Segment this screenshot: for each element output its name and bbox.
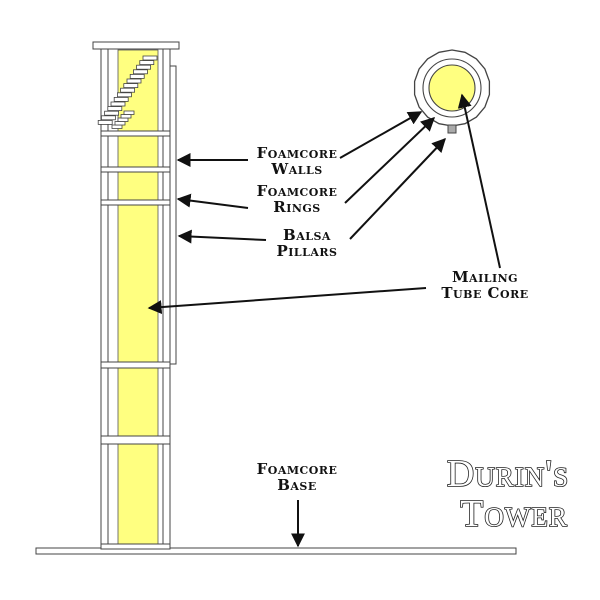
svg-text:Foamcore: Foamcore — [257, 460, 338, 478]
tower-side-view — [92, 41, 180, 550]
svg-text:Walls: Walls — [270, 160, 322, 178]
label-balsa-pillars: Balsa Pillars — [276, 226, 337, 260]
stair-step — [126, 78, 142, 84]
stair-step — [139, 60, 155, 65]
label-mailing-tube-core: Mailing Tube Core — [441, 268, 528, 302]
stair-step — [114, 121, 126, 126]
label-foamcore-rings: Foamcore Rings — [257, 182, 338, 216]
tower-top-cap — [92, 41, 180, 50]
stair-step — [120, 87, 135, 93]
stair-step — [113, 97, 129, 102]
svg-text:Mailing: Mailing — [452, 268, 518, 286]
stair-step — [136, 64, 152, 70]
stair-step — [107, 106, 123, 111]
svg-text:Base: Base — [277, 476, 317, 494]
stair-step — [101, 115, 116, 121]
stair-step — [123, 110, 135, 115]
stair-step — [97, 120, 113, 125]
svg-text:Foamcore: Foamcore — [257, 182, 338, 200]
svg-text:Durin's: Durin's — [447, 453, 569, 495]
svg-text:Tube Core: Tube Core — [441, 284, 528, 302]
stair-step — [123, 83, 139, 88]
stair-step — [111, 124, 123, 129]
label-foamcore-base: Foamcore Base — [257, 460, 338, 494]
svg-text:Rings: Rings — [273, 198, 321, 216]
stair-step — [142, 55, 158, 61]
svg-text:Balsa: Balsa — [283, 226, 331, 244]
balsa-pillar-top — [447, 124, 457, 134]
label-foamcore-walls: Foamcore Walls — [257, 144, 338, 178]
mailing-tube-core-top — [428, 64, 476, 112]
staircase — [97, 55, 158, 129]
svg-text:Tower: Tower — [460, 493, 568, 535]
tower-top-view — [413, 49, 491, 134]
stair-step — [120, 114, 132, 119]
foamcore-base — [35, 547, 517, 555]
stair-step — [117, 92, 132, 98]
stair-step — [110, 101, 126, 107]
svg-text:Pillars: Pillars — [276, 242, 337, 260]
foamcore-rings — [100, 130, 171, 550]
stair-step — [132, 69, 148, 75]
callout-arrows — [147, 93, 501, 548]
stair-step — [129, 74, 145, 79]
foamcore-wall-panel — [169, 65, 177, 365]
stair-step — [104, 110, 119, 116]
stair-step — [117, 117, 129, 122]
title-durins-tower: Durin's Tower — [446, 452, 569, 536]
svg-text:Foamcore: Foamcore — [257, 144, 338, 162]
